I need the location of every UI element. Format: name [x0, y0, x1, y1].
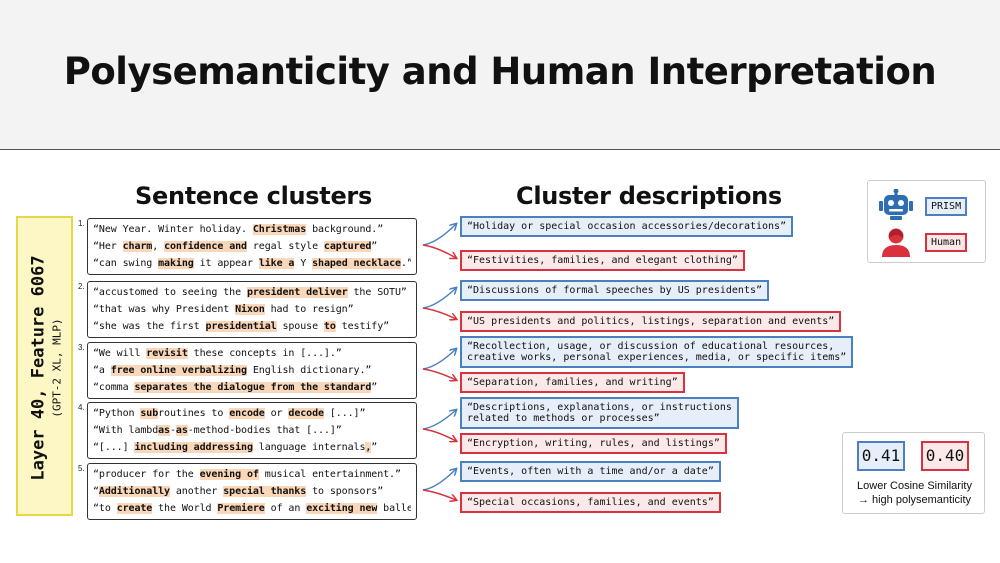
human-arrow: [422, 244, 456, 258]
cluster-sentence: “accustomed to seeing the president deli…: [93, 287, 407, 298]
prism-description-4: “Descriptions, explanations, or instruct…: [460, 397, 739, 429]
cluster-sentence: “We will revisit these concepts in [...]…: [93, 348, 342, 359]
human-arrow: [422, 368, 456, 380]
page-title: Polysemanticity and Human Interpretation: [63, 50, 937, 93]
highlighted-token: create: [116, 503, 153, 514]
cluster-box-5: “producer for the evening of musical ent…: [87, 463, 417, 520]
highlighted-token: exciting new: [306, 503, 378, 514]
highlighted-token: to: [323, 321, 336, 332]
description-line: “Events, often with a time and/or a date…: [467, 466, 714, 477]
cluster-sentence: “Additionally another special thanks to …: [93, 486, 384, 497]
highlighted-token: evening of: [199, 469, 259, 480]
description-line: “Discussions of formal speeches by US pr…: [467, 285, 763, 296]
cluster-number: 4.: [78, 403, 85, 412]
cluster-box-3: “We will revisit these concepts in [...]…: [87, 342, 417, 399]
human-similarity-value: 0.40: [921, 441, 969, 471]
human-description-2: “US presidents and politics, listings, s…: [460, 311, 842, 332]
highlighted-token: as: [175, 425, 188, 436]
similarity-caption: Lower Cosine Similarity → high polyseman…: [857, 480, 972, 506]
prism-arrow: [422, 410, 456, 430]
prism-description-5: “Events, often with a time and/or a date…: [460, 461, 721, 482]
highlighted-token: like a: [258, 258, 295, 269]
description-line: creative works, personal experiences, me…: [467, 352, 847, 363]
cluster-number: 5.: [78, 464, 85, 473]
highlighted-token: captured: [323, 241, 372, 252]
description-line: “Recollection, usage, or discussion of e…: [467, 341, 835, 352]
layer-feature-label: Layer 40, Feature 6067 (GPT-2 XL, MLP): [16, 216, 73, 516]
highlighted-token: sub: [140, 408, 159, 419]
cluster-number: 3.: [78, 343, 85, 352]
cluster-sentence: “can swing making it appear like a Y sha…: [93, 258, 411, 269]
cluster-number: 1.: [78, 219, 85, 228]
human-description-5: “Special occasions, families, and events…: [460, 492, 721, 513]
robot-icon: [879, 189, 913, 220]
prism-description-3: “Recollection, usage, or discussion of e…: [460, 336, 854, 368]
title-banner: Polysemanticity and Human Interpretation: [0, 0, 1000, 150]
highlighted-token: Premiere: [217, 503, 265, 514]
highlighted-token: Nixon: [235, 304, 265, 315]
prism-description-1: “Holiday or special occasion accessories…: [460, 216, 794, 237]
highlighted-token: confidence and: [164, 241, 247, 252]
highlighted-token: including addressing: [134, 442, 253, 453]
highlighted-token: making: [158, 258, 194, 269]
prism-arrow: [422, 288, 456, 309]
prism-arrow: [422, 469, 456, 491]
cluster-number: 2.: [78, 282, 85, 291]
highlighted-token: Additionally: [98, 486, 170, 497]
cluster-box-2: “accustomed to seeing the president deli…: [87, 281, 417, 338]
highlighted-token: revisit: [146, 348, 188, 359]
highlighted-token: free online verbalizing: [110, 365, 247, 376]
highlighted-token: Christmas: [252, 224, 307, 235]
highlighted-token: encode: [229, 408, 265, 419]
cluster-sentence: “New Year. Winter holiday. Christmas bac…: [93, 224, 384, 235]
cluster-descriptions-heading: Cluster descriptions: [516, 182, 782, 210]
prism-arrow: [422, 349, 456, 370]
highlighted-token: shaped necklace: [312, 258, 401, 269]
prism-arrow: [422, 224, 456, 246]
sentence-clusters-heading: Sentence clusters: [135, 182, 372, 210]
highlighted-token: as: [158, 425, 170, 436]
human-description-4: “Encryption, writing, rules, and listing…: [460, 433, 727, 454]
prism-similarity-value: 0.41: [857, 441, 905, 471]
cluster-box-4: “Python subroutines to encode or decode …: [87, 402, 417, 459]
highlighted-token: president deliver: [246, 287, 348, 298]
highlighted-token: decode: [288, 408, 324, 419]
legend-prism-tag: PRISM: [925, 197, 968, 216]
legend: PRISM Human: [867, 180, 986, 263]
cluster-sentence: “a free online verbalizing English dicti…: [93, 365, 372, 376]
human-arrow: [422, 307, 456, 319]
person-icon: [882, 228, 910, 257]
prism-description-2: “Discussions of formal speeches by US pr…: [460, 280, 770, 301]
cosine-similarity-panel: 0.41 0.40 Lower Cosine Similarity → high…: [842, 432, 985, 514]
human-arrow: [422, 428, 456, 441]
cluster-sentence: “Python subroutines to encode or decode …: [93, 408, 366, 419]
highlighted-token: separates the dialogue from the standard: [134, 382, 372, 393]
cluster-sentence: “With lambdas-as-method-bodies that [...…: [93, 425, 342, 436]
cluster-sentence: “comma separates the dialogue from the s…: [93, 382, 378, 393]
highlighted-token: special thanks: [223, 486, 307, 497]
cluster-sentence: “Her charm, confidence and regal style c…: [93, 241, 378, 252]
legend-human-tag: Human: [925, 233, 968, 252]
human-description-1: “Festivities, families, and elegant clot…: [460, 250, 745, 271]
description-line: “Holiday or special occasion accessories…: [467, 221, 787, 232]
cluster-box-1: “New Year. Winter holiday. Christmas bac…: [87, 218, 417, 275]
description-line: related to methods or processes”: [467, 413, 660, 424]
highlighted-token: charm: [122, 241, 153, 252]
cluster-sentence: “that was why President Nixon had to res…: [93, 304, 354, 315]
human-arrow: [422, 489, 456, 500]
cluster-sentence: “producer for the evening of musical ent…: [93, 469, 401, 480]
description-line: “Descriptions, explanations, or instruct…: [467, 402, 732, 413]
human-description-3: “Separation, families, and writing”: [460, 372, 685, 393]
cluster-sentence: “[...] including addressing language int…: [93, 442, 378, 453]
cluster-sentence: “she was the first presidential spouse t…: [93, 321, 390, 332]
cluster-sentence: “to create the World Premiere of an exci…: [93, 503, 411, 514]
highlighted-token: ,: [365, 442, 372, 453]
highlighted-token: presidential: [205, 321, 277, 332]
